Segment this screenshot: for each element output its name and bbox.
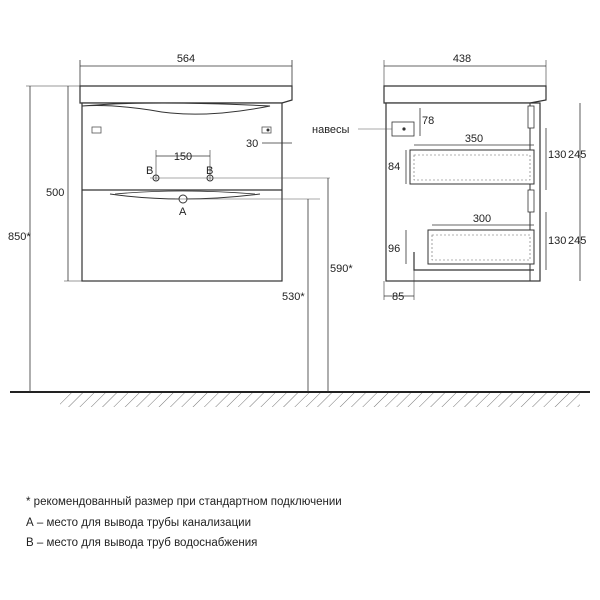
dim-drawer2-front: 245 [568,235,586,247]
dim-drawer2-height: 96 [388,243,400,255]
label-point-b-left: B [146,165,153,177]
floor [10,392,590,407]
dim-hinge-offset: 30 [246,138,258,150]
dim-front-height: 500 [46,187,64,199]
note-point-a: А – место для вывода трубы канализации [26,513,342,534]
dim-drawer1-box: 130 [548,149,566,161]
dim-drawer2-depth: 300 [473,213,491,225]
dim-pipe-height-b: 530* [282,291,305,303]
legend-notes: * рекомендованный размер при стандартном… [26,492,342,554]
front-view [80,86,330,281]
note-point-b: В – место для вывода труб водоснабжения [26,533,342,554]
label-hinges: навесы [312,124,350,136]
dim-pipe-spacing: 150 [174,151,192,163]
dim-drawer1-front: 245 [568,149,586,161]
dim-side-bottom-offset: 85 [392,291,404,303]
dim-drawer1-height: 84 [388,161,400,173]
dim-front-total-height: 850* [8,231,31,243]
dim-hinge-depth: 78 [422,115,434,127]
basin-top [80,86,292,103]
label-point-a: A [179,206,187,218]
dim-drawer2-box: 130 [548,235,566,247]
dim-front-width: 564 [177,53,195,65]
label-point-b-right: B [206,165,213,177]
dim-side-depth: 438 [453,53,471,65]
cabinet-body [82,103,282,281]
dim-drawer1-depth: 350 [465,133,483,145]
dim-pipe-height-a: 590* [330,263,353,275]
note-recommended: * рекомендованный размер при стандартном… [26,492,342,513]
side-view [384,86,546,281]
